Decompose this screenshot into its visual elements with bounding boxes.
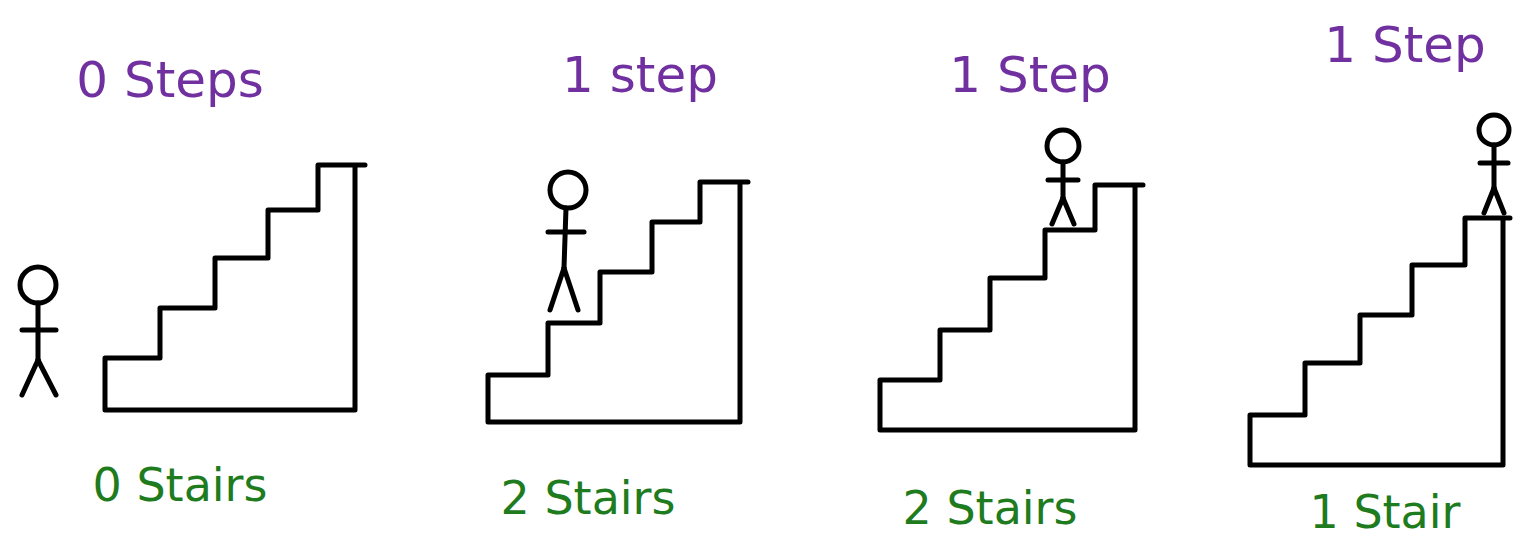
stair-count: 1 Stair bbox=[1309, 487, 1460, 538]
stick-figure bbox=[1047, 130, 1079, 224]
stair-count: 0 Stairs bbox=[93, 460, 268, 511]
stick-figure bbox=[20, 267, 56, 395]
step-count: 1 Step bbox=[949, 48, 1111, 103]
staircase bbox=[488, 182, 748, 422]
stick-figure bbox=[1479, 115, 1509, 213]
stair-count: 2 Stairs bbox=[501, 473, 676, 524]
step-count: 0 Steps bbox=[76, 53, 264, 108]
step-count: 1 step bbox=[562, 48, 718, 103]
step-count: 1 Step bbox=[1324, 18, 1486, 73]
staircase bbox=[105, 165, 365, 410]
stair-count: 2 Stairs bbox=[903, 483, 1078, 534]
staircase bbox=[880, 185, 1143, 430]
staircase bbox=[1250, 218, 1510, 465]
stick-figure bbox=[548, 172, 586, 310]
